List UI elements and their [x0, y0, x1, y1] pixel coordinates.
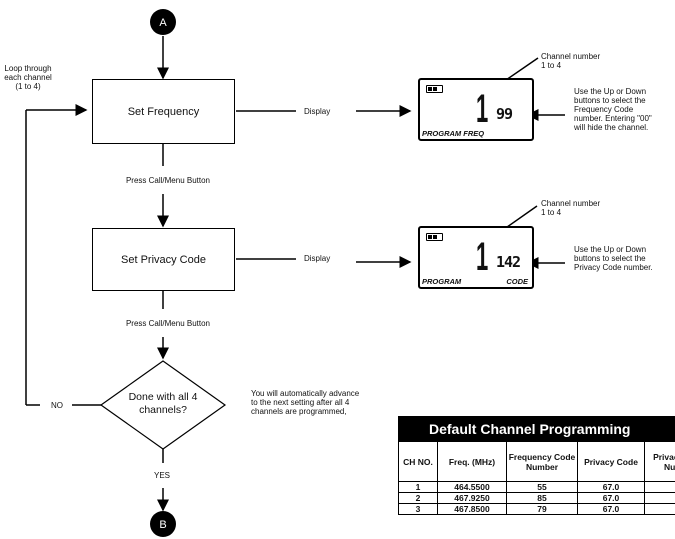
table-cell: [644, 492, 675, 504]
callout-channel-1-line-2: 1 to 4: [541, 61, 562, 70]
table-cell: 67.0: [577, 503, 645, 515]
table-cell: 1: [398, 481, 438, 493]
press-call-label-1: Press Call/Menu Button: [125, 176, 211, 185]
lcd-channel-digit-1: 1: [476, 87, 489, 131]
table-cell: 67.0: [577, 481, 645, 493]
lcd-display-privacy: 1 142 PROGRAM CODE: [418, 226, 534, 289]
callout-frequency-line-2: buttons to select the: [574, 96, 646, 105]
callout-frequency-line-5: will hide the channel.: [574, 123, 649, 132]
start-node-a: [150, 9, 176, 35]
table-cell: [644, 481, 675, 493]
callout-privacy: Use the Up or Down buttons to select the…: [574, 245, 674, 272]
col-header-ch: CH NO.: [398, 441, 438, 482]
table-cell: 79: [506, 503, 578, 515]
table-title: Default Channel Programming: [398, 416, 675, 442]
lcd-code-digits-2: 142: [496, 253, 521, 271]
set-privacy-label: Set Privacy Code: [121, 253, 206, 266]
set-privacy-box: Set Privacy Code: [92, 228, 235, 291]
battery-icon: [426, 85, 443, 93]
default-channel-table-wrap: Default Channel Programming CH NO. Freq.…: [398, 416, 675, 539]
table-cell: 55: [506, 481, 578, 493]
press-call-label-2: Press Call/Menu Button: [125, 319, 211, 328]
set-frequency-box: Set Frequency: [92, 79, 235, 144]
callout-frequency-line-4: number. Entering "00": [574, 114, 652, 123]
loop-line-1: Loop through: [4, 64, 52, 73]
callout-frequency: Use the Up or Down buttons to select the…: [574, 87, 674, 132]
decision-line-2: channels?: [139, 404, 187, 416]
display-label-2: Display: [304, 254, 331, 263]
loop-label: Loop through each channel (1 to 4): [3, 64, 53, 91]
callout-frequency-line-3: Frequency Code: [574, 105, 634, 114]
no-label: NO: [51, 401, 63, 410]
loop-line-2: each channel: [4, 73, 52, 82]
table-cell: 85: [506, 492, 578, 504]
callout-channel-1: Channel number 1 to 4: [541, 52, 600, 70]
lcd-footer-2-right: CODE: [506, 277, 528, 286]
callout-privacy-line-1: Use the Up or Down: [574, 245, 647, 254]
table-cell: 3: [398, 503, 438, 515]
callout-privacy-line-2: buttons to select the: [574, 254, 646, 263]
set-frequency-label: Set Frequency: [127, 105, 200, 118]
auto-advance-note: You will automatically advance to the ne…: [251, 389, 401, 416]
col-header-freq-code: Frequency Code Number: [506, 441, 578, 482]
table-cell: 464.5500: [437, 481, 507, 493]
default-channel-table: Default Channel Programming CH NO. Freq.…: [398, 416, 675, 515]
table-cell: 2: [398, 492, 438, 504]
table-row: 3 467.8500 79 67.0: [398, 503, 675, 515]
end-node-label: B: [159, 519, 166, 531]
decision-line-1: Done with all 4: [128, 391, 198, 403]
yes-label: YES: [154, 471, 171, 480]
callout-channel-2-line-2: 1 to 4: [541, 208, 562, 217]
callout-channel-1-line-1: Channel number: [541, 52, 601, 61]
decision-text: Done with all 4 channels?: [101, 391, 225, 417]
table-cell: 467.8500: [437, 503, 507, 515]
lcd-code-digits-1: 99: [496, 105, 513, 123]
auto-advance-line-3: channels are programmed,: [251, 407, 347, 416]
lcd-display-frequency: 1 99 PROGRAM FREQ: [418, 78, 534, 141]
callout-privacy-line-3: Privacy Code number.: [574, 263, 653, 272]
auto-advance-line-1: You will automatically advance: [251, 389, 360, 398]
auto-advance-line-2: to the next setting after all 4: [251, 398, 350, 407]
end-node-b: [150, 511, 176, 537]
display-label-1: Display: [304, 107, 331, 116]
callout-frequency-line-1: Use the Up or Down: [574, 87, 647, 96]
table-cell: 467.9250: [437, 492, 507, 504]
callout-channel-2: Channel number 1 to 4: [541, 199, 600, 217]
loop-line-3: (1 to 4): [15, 82, 41, 91]
lcd-footer-1: PROGRAM FREQ: [422, 129, 485, 138]
lcd-channel-digit-2: 1: [476, 235, 489, 279]
col-header-privacy: Privacy Code: [577, 441, 645, 482]
table-cell: 67.0: [577, 492, 645, 504]
table-cell: [644, 503, 675, 515]
start-node-label: A: [159, 17, 167, 29]
battery-icon: [426, 233, 443, 241]
table-row: 1 464.5500 55 67.0: [398, 481, 675, 493]
col-header-freq: Freq. (MHz): [437, 441, 507, 482]
lcd-footer-2-left: PROGRAM: [422, 277, 462, 286]
col-header-privacy-number: Privacy Code Number: [644, 441, 675, 482]
callout-channel-2-line-1: Channel number: [541, 199, 601, 208]
table-row: 2 467.9250 85 67.0: [398, 492, 675, 504]
